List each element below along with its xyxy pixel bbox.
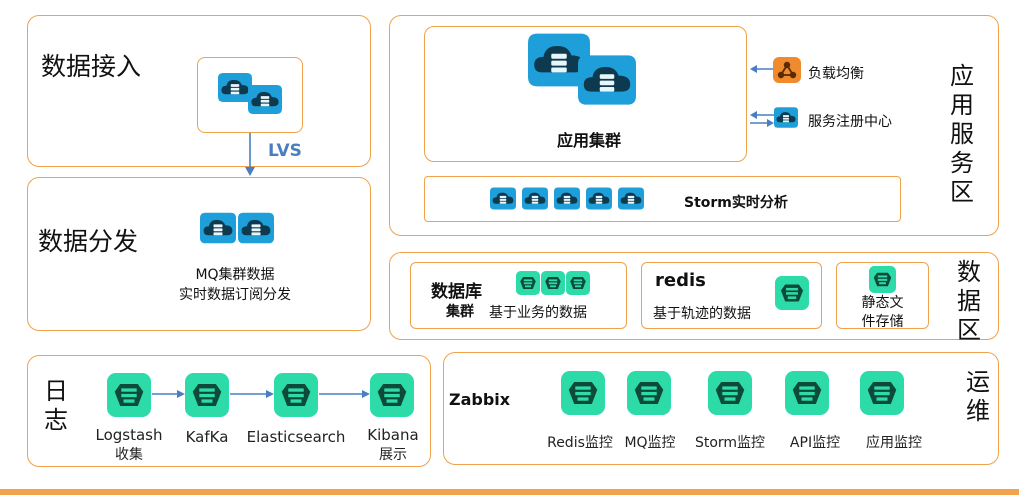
ops-item-label: Storm监控 [694,435,766,451]
log-item-label: Kibana [367,426,419,444]
database-subtitle: 集群 [446,304,474,320]
ops-item-label: API监控 [789,435,841,451]
app-cluster-label: 应用集群 [557,131,622,150]
bottom-accent-bar [0,489,1019,495]
log-item-label: Logstash [95,426,163,444]
log-item-label: KafKa [185,428,229,446]
app-service-title: 应用服务区 [950,62,974,206]
storm-box [424,176,901,222]
log-panel [27,355,431,467]
kibana-icon [370,373,414,421]
database-server-icons [516,271,590,295]
redis-server-icon [775,276,809,314]
registry-cloud-icon [774,107,798,128]
zabbix-label: Zabbix [449,390,511,409]
redis-monitor-icon [561,371,605,419]
lvs-label: LVS [268,141,302,161]
log-item-sublabel: 展示 [379,447,407,463]
log-flow-arrows [152,390,370,398]
storm-monitor-icon [708,371,752,419]
data-distribution-panel [27,177,371,331]
database-title: 数据库 [431,282,482,302]
elasticsearch-icon [274,373,318,421]
ops-item-label: 应用监控 [866,435,922,451]
log-item-label: Elasticsearch [246,428,346,446]
data-distribution-title: 数据分发 [38,227,139,256]
cloud-server-icon [218,73,284,117]
log-title: 日志 [44,377,68,434]
app-cluster-cloud-icon [528,33,638,115]
lvs-arrow [245,133,255,176]
storm-cloud-icons [490,187,644,210]
database-desc: 基于业务的数据 [489,305,587,321]
static-storage-line2: 件存储 [861,314,904,330]
ops-title: 运维 [966,368,990,425]
ops-item-label: MQ监控 [624,435,676,451]
redis-desc: 基于轨迹的数据 [653,306,751,322]
redis-title: redis [655,270,706,291]
registry-arrow [750,111,774,127]
static-storage-line1: 静态文 [861,295,904,311]
kafka-icon [185,373,229,421]
load-balancer-icon [773,57,801,87]
registry-label: 服务注册中心 [808,114,892,130]
data-zone-title: 数据区 [957,258,981,344]
mq-label-line1: MQ集群数据 [195,267,275,283]
log-item-sublabel: 收集 [115,447,143,463]
data-access-title: 数据接入 [41,52,142,81]
static-storage-icon [869,266,896,297]
ops-item-label: Redis监控 [547,435,613,451]
mq-monitor-icon [627,371,671,419]
mq-label-line2: 实时数据订阅分发 [179,287,291,303]
api-monitor-icon [785,371,829,419]
load-balance-label: 负载均衡 [808,66,864,82]
load-balance-arrow [750,65,774,73]
storm-label: Storm实时分析 [684,195,788,211]
logstash-icon [107,373,151,421]
app-monitor-icon [860,371,904,419]
mq-cloud-icon [200,212,274,244]
